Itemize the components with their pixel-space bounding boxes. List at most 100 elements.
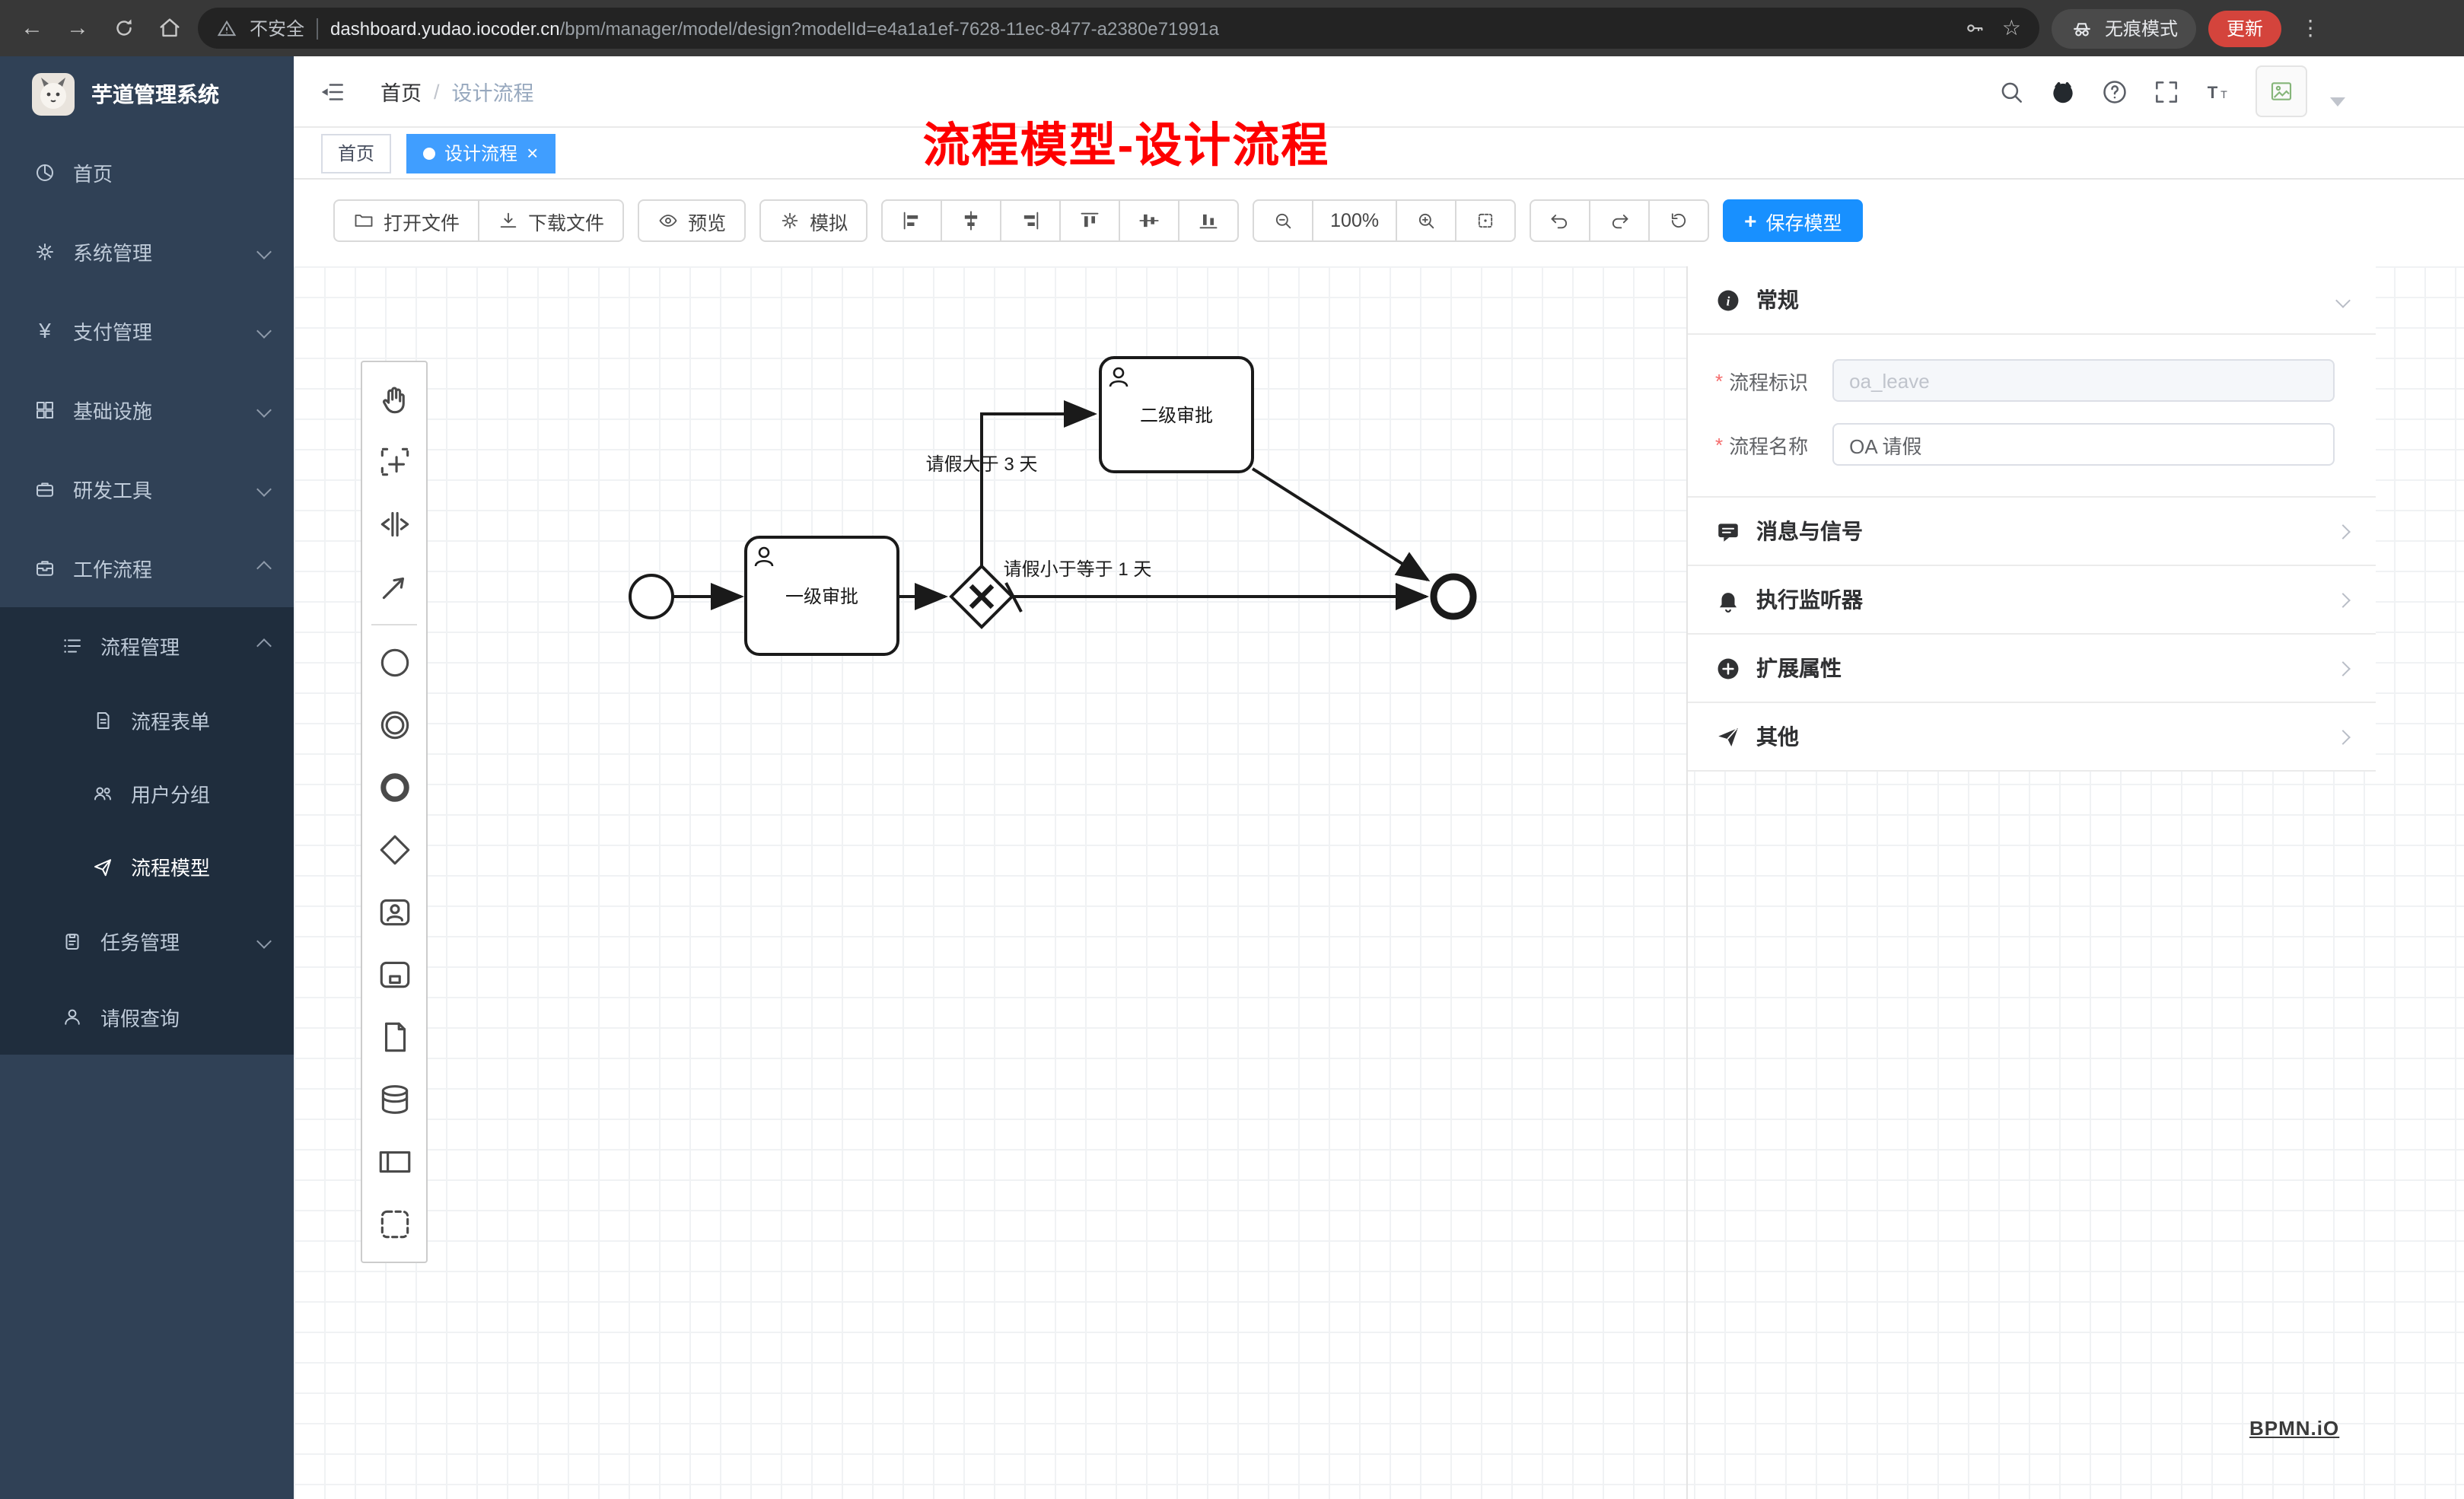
sidebar-item-process-manage[interactable]: 流程管理 [0,607,294,683]
flow-right-label: 请假小于等于 1 天 [1004,559,1152,580]
tag-design-process[interactable]: 设计流程 × [406,133,556,173]
breadcrumb-home[interactable]: 首页 [380,82,422,105]
forward-button[interactable]: → [66,15,89,41]
user-group-icon [94,786,111,800]
reload-button[interactable] [107,11,140,45]
sidebar-item-system[interactable]: 系统管理 [0,212,294,291]
process-list-icon [64,638,81,652]
section-general[interactable]: i 常规 [1688,266,2376,335]
palette-create-participant[interactable] [362,1131,426,1193]
dashboard-icon [37,164,53,180]
align-top-button[interactable] [1059,199,1121,242]
sidebar-collapse-icon[interactable] [318,77,347,106]
download-icon [500,212,517,228]
task-second-approval[interactable] [1099,356,1254,473]
start-event[interactable] [629,574,674,619]
connect-tool-icon [381,578,403,600]
avatar[interactable] [2255,65,2307,117]
palette-global-connect-tool[interactable] [362,555,426,618]
align-middle-button[interactable] [1119,199,1180,242]
space-tool-icon [380,511,409,537]
align-right-button[interactable] [1000,199,1062,242]
preview-button[interactable]: 预览 [638,199,747,242]
sidebar-item-process-form[interactable]: 流程表单 [0,683,294,756]
breadcrumb-separator: / [434,80,440,103]
download-file-button[interactable]: 下载文件 [478,199,625,242]
palette-lasso-tool[interactable] [362,431,426,493]
caret-down-icon[interactable] [2330,97,2345,107]
sidebar-item-infrastructure[interactable]: 基础设施 [0,370,294,449]
flow-gateway-to-task2[interactable] [980,400,1097,566]
palette-space-tool[interactable] [362,493,426,555]
pool-icon [378,1151,410,1173]
palette-create-group[interactable] [362,1193,426,1256]
palette-create-datastore[interactable] [362,1068,426,1131]
section-message-signal[interactable]: 消息与信号 [1688,498,2376,566]
tag-home[interactable]: 首页 [321,133,392,173]
palette-hand-tool[interactable] [362,368,426,431]
section-execution-listener[interactable]: 执行监听器 [1688,566,2376,635]
align-left-button[interactable] [881,199,943,242]
zoom-out-button[interactable] [1253,199,1314,242]
palette-create-start-event[interactable] [362,632,426,694]
redo-button[interactable] [1589,199,1651,242]
sidebar-item-home[interactable]: 首页 [0,132,294,212]
browser-menu-button[interactable]: ⋮ [2300,15,2322,40]
github-icon[interactable] [2049,77,2077,106]
chevron-down-icon [256,933,272,948]
process-name-input[interactable] [1832,423,2335,466]
fullscreen-icon[interactable] [2152,77,2181,106]
bpmn-io-logo[interactable]: BPMN.iO [2249,1417,2340,1440]
help-icon[interactable] [2100,77,2129,106]
sidebar-item-process-model[interactable]: 流程模型 [0,829,294,902]
open-file-button[interactable]: 打开文件 [333,199,480,242]
close-icon[interactable]: × [527,142,539,164]
sidebar-item-devtools[interactable]: 研发工具 [0,449,294,528]
key-icon[interactable] [1964,17,1987,40]
address-bar[interactable]: 不安全 dashboard.yudao.iocoder.cn/bpm/manag… [198,8,2039,49]
svg-text:i: i [1727,293,1730,307]
align-bottom-button[interactable] [1178,199,1240,242]
palette-create-user-task[interactable] [362,881,426,944]
sidebar-item-label: 系统管理 [73,241,153,264]
required-mark: * [1715,433,1724,456]
home-button[interactable] [152,11,186,45]
palette-create-intermediate-event[interactable] [362,694,426,756]
zoom-in-button[interactable] [1396,199,1457,242]
zoom-level: 100% [1312,199,1398,242]
back-button[interactable]: ← [21,15,43,41]
zoom-reset-button[interactable] [1455,199,1517,242]
undo-button[interactable] [1530,199,1591,242]
flow-task2-to-end[interactable] [1251,467,1431,582]
sidebar-item-payment[interactable]: ¥ 支付管理 [0,291,294,370]
sidebar-item-user-group[interactable]: 用户分组 [0,756,294,829]
section-extended-attributes[interactable]: 扩展属性 [1688,635,2376,703]
sidebar-item-workflow[interactable]: 工作流程 [0,528,294,607]
palette-create-subprocess[interactable] [362,944,426,1006]
sidebar-item-label: 用户分组 [131,783,211,806]
palette-separator [371,624,417,625]
align-center-button[interactable] [941,199,1002,242]
simulate-button[interactable]: 模拟 [759,199,868,242]
chevron-right-icon [2335,524,2351,539]
align-top-icon [1081,212,1099,228]
end-event[interactable] [1430,573,1477,620]
svg-text:T: T [2220,88,2227,100]
document-icon [384,1022,406,1052]
palette-create-document[interactable] [362,1006,426,1068]
save-model-button[interactable]: + 保存模型 [1723,199,1864,242]
required-mark: * [1715,369,1724,392]
bookmark-star-icon[interactable]: ☆ [2001,15,2021,40]
palette-create-gateway[interactable] [362,819,426,881]
search-icon[interactable] [1997,77,2026,106]
align-center-icon [964,211,978,231]
process-key-input[interactable] [1832,359,2335,402]
button-label: 预览 [688,212,727,234]
update-button[interactable]: 更新 [2208,10,2282,46]
sidebar-item-leave-query[interactable]: 请假查询 [0,979,294,1055]
restart-button[interactable] [1648,199,1710,242]
palette-create-end-event[interactable] [362,756,426,819]
section-other[interactable]: 其他 [1688,703,2376,772]
sidebar-item-task-manage[interactable]: 任务管理 [0,902,294,979]
